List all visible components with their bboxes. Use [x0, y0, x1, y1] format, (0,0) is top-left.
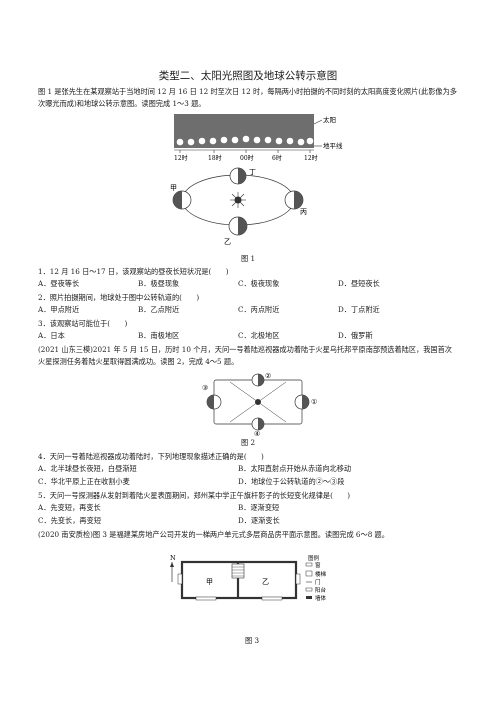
q3-option-d: D．俄罗斯 — [338, 331, 373, 340]
unit-yi-label: 乙 — [262, 578, 269, 586]
q2-option-d: D．丁点附近 — [338, 305, 380, 314]
q3-option-b: B．南极地区 — [138, 331, 180, 340]
tick-12h-start: 12时 — [174, 154, 188, 162]
question-3: 3．该观察站可能位于( ) — [38, 319, 128, 328]
legend-door: 门 — [315, 578, 321, 586]
legend-window: 窗 — [315, 561, 321, 569]
sun-label: 太阳 — [323, 115, 336, 124]
sun-center-icon — [255, 399, 261, 405]
intro-paragraph-3: (2020 南安质检)图 3 是福建某房地产公司开发的一梯两户单元式多层商品房平… — [38, 530, 389, 539]
figure-3: N 甲 乙 图例 窗 楼梯 门 — [170, 554, 327, 602]
q1-option-a: A．昼夜等长 — [38, 279, 80, 288]
figure-2-caption: 图 2 — [240, 438, 256, 447]
q5-option-d: D．逐渐变长 — [238, 516, 280, 525]
north-label: N — [170, 554, 176, 562]
figure-1-caption: 图 1 — [240, 254, 256, 263]
q1-option-d: D．昼短夜长 — [338, 279, 380, 288]
question-2: 2．照片拍摄期间，地球处于图中公转轨道的( ) — [38, 293, 200, 302]
q1-option-b: B．极昼现象 — [138, 279, 180, 288]
legend-balcony: 阳台 — [315, 586, 327, 594]
figure-1: 太阳 地平线 12时 18时 00时 6时 12时 — [170, 114, 343, 246]
question-5: 5．天问一号探测器从发射到着陆火星表面期间，郑州某中学正午旗杆影子的长短变化规律… — [38, 491, 351, 500]
intro-paragraph-1: 图 1 是张先生在某观察站于当地时间 12 月 16 日 12 时至次日 12 … — [38, 87, 457, 108]
tick-00h: 00时 — [240, 154, 254, 162]
tick-6h: 6时 — [272, 154, 282, 162]
unit-jia-label: 甲 — [206, 578, 213, 586]
legend-wall: 墙体 — [315, 594, 327, 602]
question-4: 4．天问一号着陆巡视器成功着陆时，下列地理现象描述正确的是( ) — [38, 452, 264, 461]
q5-option-b: B．逐渐变短 — [238, 503, 280, 512]
figure-3-caption: 图 3 — [244, 636, 260, 645]
q2-option-b: B．乙点附近 — [138, 305, 180, 314]
earth-bing-icon — [284, 190, 304, 210]
q2-option-c: C．丙点附近 — [238, 305, 280, 314]
q2-option-a: A．甲点附近 — [38, 305, 80, 314]
q4-option-c: C．华北平原上正在收割小麦 — [38, 477, 130, 486]
earth-right-icon — [294, 394, 310, 410]
legend: 图例 窗 楼梯 门 阳台 墙体 — [305, 554, 327, 602]
position-1-label: ① — [311, 398, 317, 406]
q3-option-a: A．日本 — [38, 331, 65, 340]
sun-photo-strip — [174, 114, 314, 148]
position-4-label: ④ — [254, 430, 260, 436]
earth-ding-icon — [229, 167, 247, 185]
earth-top-icon — [251, 373, 265, 387]
q3-option-c: C．北极地区 — [238, 331, 280, 340]
section-title: 类型二、太阳光照图及地球公转示意图 — [158, 70, 338, 82]
label-bing: 丙 — [300, 208, 307, 216]
position-3-label: ③ — [202, 384, 208, 392]
q4-option-d: D．地球位于公转轨道的②～③段 — [238, 477, 345, 486]
label-jia: 甲 — [170, 184, 177, 192]
intro-paragraph-2: (2021 山东三模)2021 年 5 月 15 日，历时 10 个月，天问一号… — [38, 345, 452, 366]
sun-center-icon — [230, 192, 246, 208]
q5-option-a: A．先变短，再变长 — [38, 503, 101, 512]
q4-option-a: A．北半球昼长夜短，白昼渐短 — [38, 464, 137, 473]
q5-option-c: C．先变长，再变短 — [38, 516, 102, 525]
label-yi: 乙 — [224, 238, 231, 246]
label-ding: 丁 — [249, 168, 256, 176]
question-1: 1．12 月 16 日～17 日，该观察站的昼夜长短状况是( ) — [38, 267, 229, 276]
tick-12h-end: 12时 — [304, 154, 318, 162]
legend-title: 图例 — [308, 554, 320, 562]
q4-option-b: B．太阳直射点开始从赤道向北移动 — [238, 464, 352, 473]
position-2-label: ② — [265, 372, 271, 380]
earth-jia-icon — [172, 190, 192, 210]
earth-bottom-icon — [251, 417, 265, 431]
floor-plan — [177, 560, 301, 601]
earth-yi-icon — [228, 216, 248, 236]
legend-stairs: 楼梯 — [315, 570, 327, 578]
horizon-label: 地平线 — [323, 141, 343, 150]
tick-18h: 18时 — [208, 154, 222, 162]
earth-left-icon — [206, 394, 222, 410]
north-arrow-icon — [170, 562, 174, 582]
figure-2: ② ① ③ ④ — [202, 372, 317, 436]
q1-option-c: C．极夜现象 — [238, 279, 280, 288]
